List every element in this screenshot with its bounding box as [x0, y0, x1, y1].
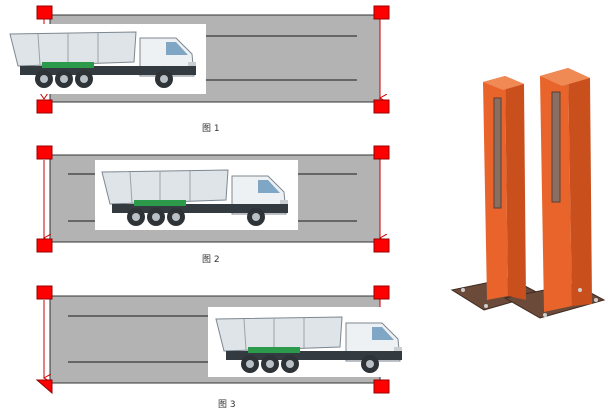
sensor	[36, 285, 53, 300]
sensor-window	[493, 97, 502, 209]
sensor	[373, 238, 390, 253]
sensor	[373, 99, 390, 114]
sensor	[36, 238, 53, 253]
figure-3: 图 3	[35, 285, 410, 410]
bollard	[505, 76, 526, 300]
sensor	[36, 145, 53, 160]
sensor	[36, 99, 53, 114]
sensor	[373, 285, 390, 300]
bollard	[568, 68, 592, 306]
sensor	[373, 145, 390, 160]
sensor	[35, 379, 53, 395]
figure-caption: 图 3	[218, 399, 236, 410]
sensor-bollards-photo	[450, 68, 606, 319]
sensor	[373, 379, 390, 394]
sensor	[36, 5, 53, 20]
sensor-window	[551, 91, 561, 203]
figure-caption: 图 1	[202, 123, 220, 134]
sensor	[373, 5, 390, 20]
figure-caption: 图 2	[202, 254, 220, 265]
figure-2: 图 2	[36, 145, 390, 265]
figure-1: 图 1	[3, 5, 390, 134]
